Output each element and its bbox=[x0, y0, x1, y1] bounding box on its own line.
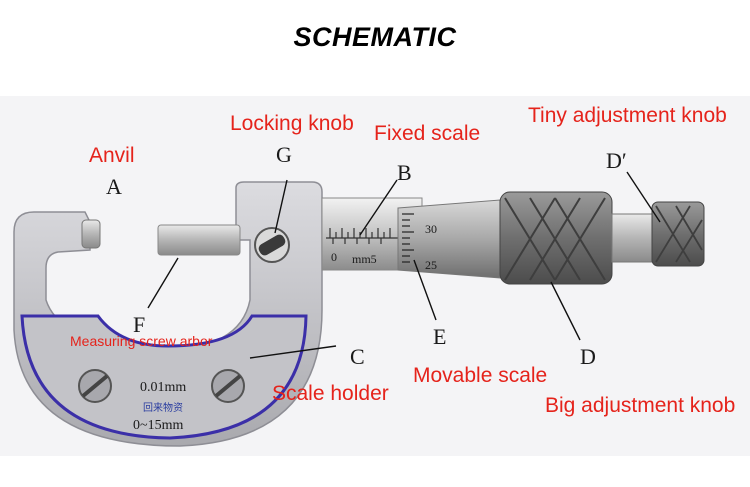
diagram-title: SCHEMATIC bbox=[293, 22, 457, 52]
knurl-pattern bbox=[504, 197, 606, 281]
letter-g: G bbox=[276, 142, 292, 167]
spindle bbox=[157, 224, 241, 256]
label-movable-scale: Movable scale bbox=[413, 364, 548, 387]
letter-d-prime: D′ bbox=[606, 148, 627, 173]
label-tiny-adjustment-knob: Tiny adjustment knob bbox=[528, 104, 727, 127]
letter-d: D bbox=[580, 344, 596, 369]
frame-screw-right bbox=[211, 369, 245, 403]
tiny-knurl bbox=[655, 205, 703, 263]
label-anvil: Anvil bbox=[89, 144, 135, 167]
frame-brand-text: 回来物资 bbox=[143, 403, 183, 414]
thimble-ticks bbox=[402, 213, 414, 263]
label-big-adjustment-knob: Big adjustment knob bbox=[545, 394, 736, 417]
fixed-scale-zero: 0 bbox=[331, 250, 337, 264]
label-locking-knob: Locking knob bbox=[230, 112, 354, 135]
letter-c: C bbox=[350, 344, 365, 369]
anvil-face bbox=[81, 219, 101, 249]
tiny-adjustment-knob-body bbox=[651, 201, 705, 267]
thimble bbox=[397, 199, 501, 279]
scale-holder-plate bbox=[20, 314, 308, 440]
letter-b: B bbox=[397, 160, 412, 185]
label-scale-holder: Scale holder bbox=[272, 382, 389, 405]
frame-range-text: 0~15mm bbox=[133, 418, 184, 433]
frame-screw-left bbox=[78, 369, 112, 403]
fixed-scale-unit: mm5 bbox=[352, 252, 377, 266]
thimble-number-30: 30 bbox=[425, 222, 437, 236]
thimble-number-25: 25 bbox=[425, 258, 437, 272]
leader-lines bbox=[147, 171, 661, 359]
letter-e: E bbox=[433, 324, 447, 349]
letter-f: F bbox=[133, 312, 146, 337]
label-fixed-scale: Fixed scale bbox=[374, 122, 481, 145]
locking-knob-lever bbox=[258, 234, 286, 256]
letter-a: A bbox=[106, 174, 122, 199]
label-measuring-screw-arbor: Measuring screw arbor bbox=[70, 333, 213, 349]
fixed-scale-ticks bbox=[329, 228, 391, 244]
frame-resolution-text: 0.01mm bbox=[140, 380, 187, 395]
knob-neck bbox=[611, 213, 653, 263]
